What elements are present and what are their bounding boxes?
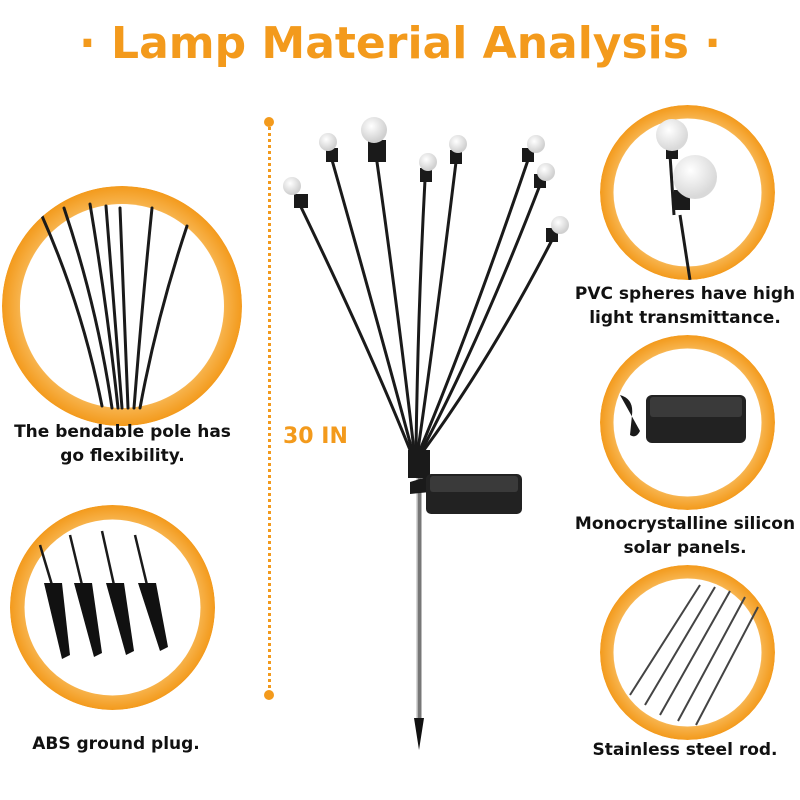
plug-caption: ABS ground plug. <box>32 734 200 754</box>
dimension-top-dot <box>264 117 274 127</box>
height-label: 30 IN <box>283 424 348 449</box>
height-dimension-line <box>268 122 271 694</box>
rod-caption: Stainless steel rod. <box>592 740 778 760</box>
plug-detail-image <box>10 505 215 710</box>
pole-caption: The bendable pole has go flexibility. <box>14 422 231 466</box>
pole-detail-image <box>2 186 242 426</box>
dimension-bottom-dot <box>264 690 274 700</box>
page-title: · Lamp Material Analysis · <box>79 18 721 69</box>
panel-caption: Monocrystalline silicon solar panels. <box>574 514 796 558</box>
sphere-caption: PVC spheres have high light transmittanc… <box>574 284 796 328</box>
panel-detail-image <box>600 335 775 510</box>
rod-detail-image <box>600 565 775 740</box>
solar-lamp-illustration <box>283 117 569 750</box>
sphere-detail-image <box>600 105 775 280</box>
